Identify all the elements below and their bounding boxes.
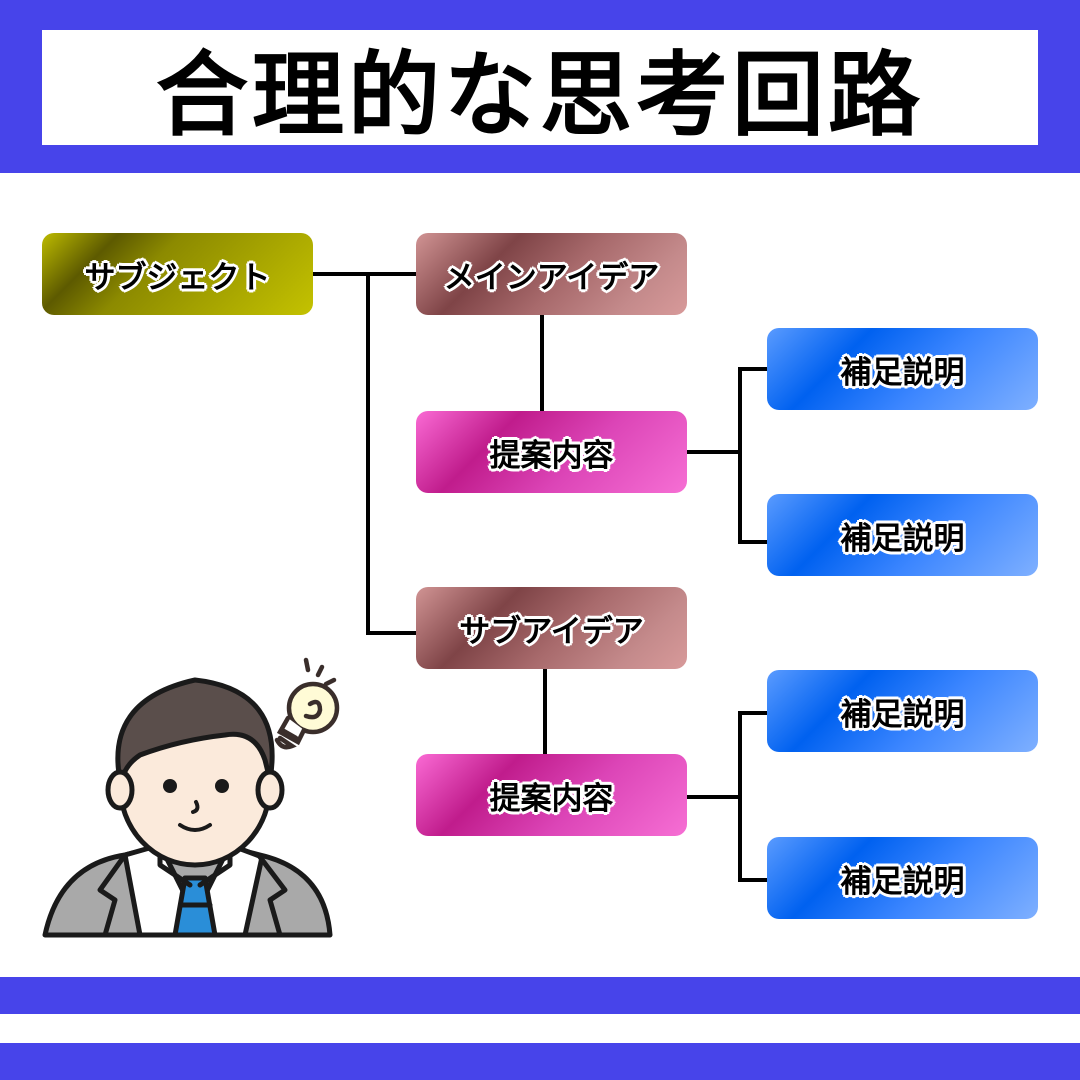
connector-line	[738, 711, 742, 882]
title-box: 合理的な思考回路	[42, 30, 1038, 149]
connector-line	[366, 631, 416, 635]
supplement-node: 補足説明	[767, 494, 1038, 576]
connector-line	[313, 272, 416, 276]
supplement-label: 補足説明	[840, 863, 965, 900]
main-idea-node: メインアイデア	[416, 233, 687, 315]
page-title: 合理的な思考回路	[155, 42, 924, 149]
proposal-label: 提案内容	[489, 437, 614, 474]
connector-line	[738, 367, 742, 544]
connector-line	[738, 878, 767, 882]
proposal-node: 提案内容	[416, 411, 687, 493]
connector-line	[366, 272, 370, 635]
supplement-node: 補足説明	[767, 837, 1038, 919]
supplement-label: 補足説明	[840, 520, 965, 557]
sub-idea-node: サブアイデア	[416, 587, 687, 669]
proposal-node: 提案内容	[416, 754, 687, 836]
lightbulb-icon	[274, 657, 340, 750]
connector-line	[543, 668, 547, 754]
face	[163, 779, 229, 793]
subject-label: サブジェクト	[84, 259, 271, 296]
connector-line	[687, 795, 741, 799]
main-idea-label: メインアイデア	[443, 259, 660, 296]
connector-line	[738, 367, 767, 371]
header-banner: 合理的な思考回路	[0, 0, 1080, 173]
connector-line	[687, 450, 741, 454]
supplement-node: 補足説明	[767, 328, 1038, 410]
businessman-illustration	[42, 657, 340, 938]
sub-idea-label: サブアイデア	[459, 613, 644, 650]
supplement-node: 補足説明	[767, 670, 1038, 752]
footer-stripe	[0, 977, 1080, 1014]
proposal-label: 提案内容	[489, 780, 614, 817]
footer-stripe	[0, 1043, 1080, 1080]
connector-line	[738, 711, 767, 715]
supplement-label: 補足説明	[840, 354, 965, 391]
connector-line	[540, 315, 544, 411]
subject-node: サブジェクト	[42, 233, 313, 315]
supplement-label: 補足説明	[840, 696, 965, 733]
connector-line	[738, 540, 767, 544]
